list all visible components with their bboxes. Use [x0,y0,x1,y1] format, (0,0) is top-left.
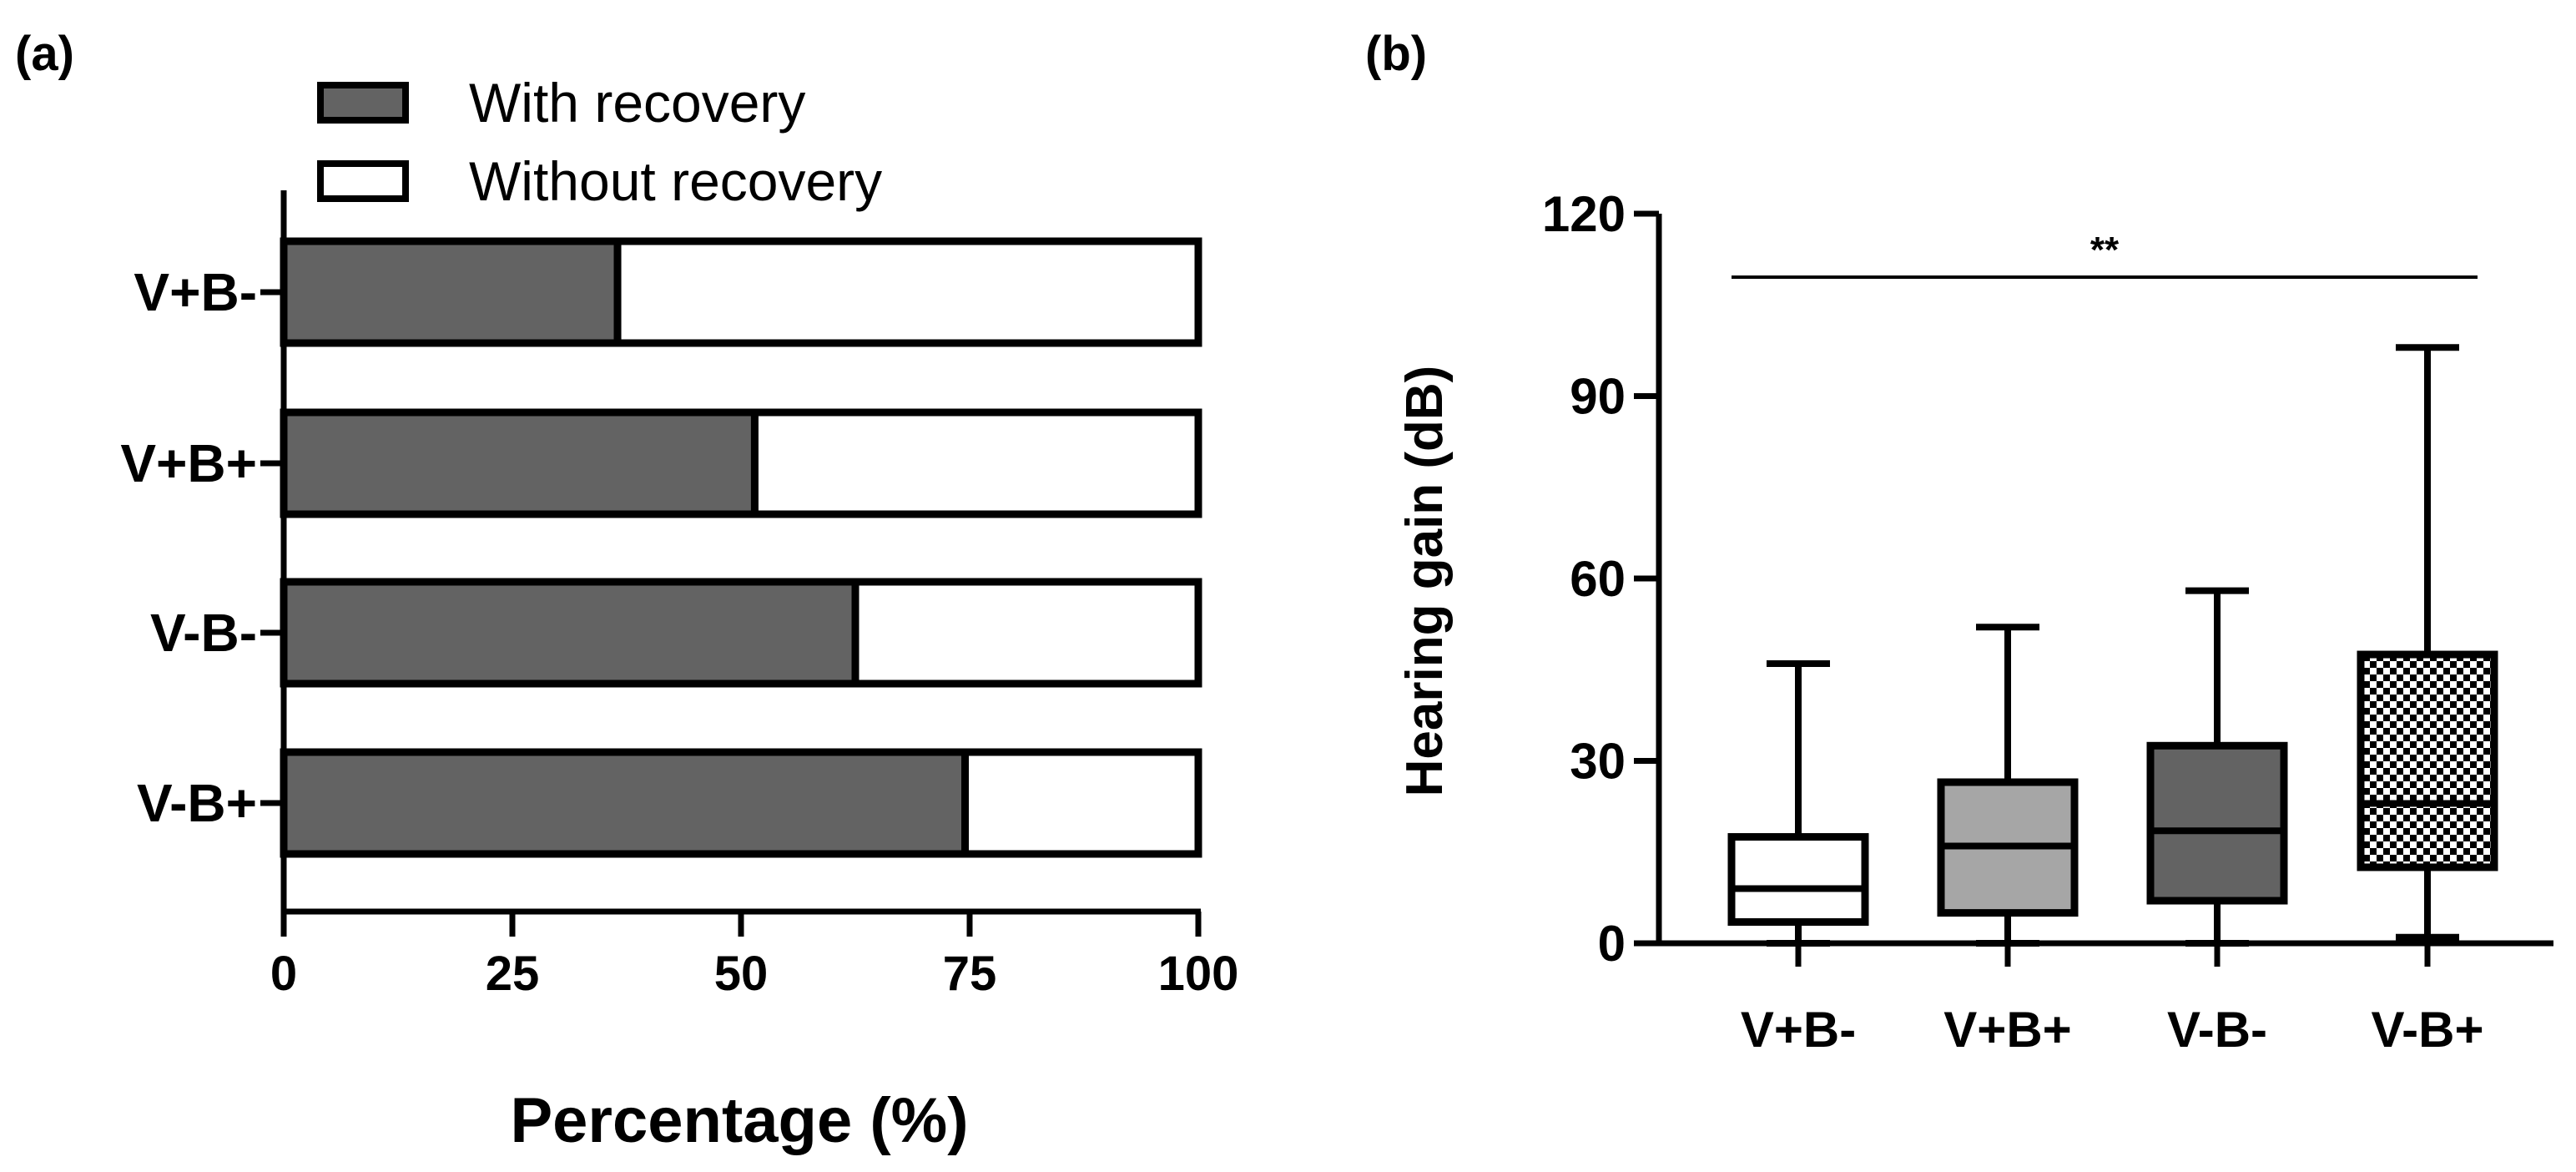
x-tick-label: V+B+ [1943,1002,2071,1058]
x-tick-label: 50 [714,947,769,1001]
legend-label: Without recovery [469,150,882,212]
bars-group [280,237,1202,858]
x-tick-label: V-B+ [2371,1002,2483,1058]
x-tick-label: 0 [270,947,297,1001]
panel-a-label: (a) [15,27,74,81]
bar-with-recovery [280,748,970,858]
bar-without-recovery [961,748,1202,858]
axes-group-b: V+B- V+B+ V-B- V-B+ 0 30 60 90 120 ** [1542,186,2553,1058]
boxes-group [1727,344,2498,947]
axes-group: V+B- V+B+ V-B- V-B+ 0 25 50 75 100 [120,190,1238,1001]
x-tick-label: V+B- [1741,1002,1856,1058]
x-tick-label: 100 [1158,947,1239,1001]
legend-swatch-without-recovery [317,160,409,202]
x-tick-label: 25 [486,947,540,1001]
bar-with-recovery [280,578,860,688]
bar-with-recovery [280,237,622,347]
panel-b-label: (b) [1365,27,1427,81]
y-tick-label: 30 [1570,734,1626,790]
box-iqr [2146,741,2288,905]
y-tick-label: V-B+ [137,773,257,833]
y-tick-label: V+B- [134,262,257,322]
bar-without-recovery [613,237,1202,347]
panel-b-box-plot: (b) V+B- V+B+ V-B- V-B+ 0 30 60 90 120 ** Hearing… [1365,27,2553,1058]
significance-label: ** [2090,230,2120,270]
box-iqr [2357,650,2498,871]
bar-without-recovery [851,578,1202,688]
y-axis-title: Hearing gain (dB) [1396,366,1454,797]
y-tick-label: V-B- [150,603,257,663]
x-tick-label: 75 [943,947,997,1001]
x-tick-label: V-B- [2167,1002,2267,1058]
y-tick-label: V+B+ [120,433,257,493]
x-axis-title: Percentage (%) [510,1085,968,1156]
legend-label: With recovery [469,72,805,134]
legend-swatch-with-recovery [317,82,409,124]
box-iqr [1727,833,1869,927]
y-tick-label: 90 [1570,369,1626,425]
y-tick-label: 60 [1570,551,1626,607]
bar-with-recovery [280,408,759,518]
y-tick-label: 0 [1598,916,1626,972]
bar-without-recovery [750,408,1202,518]
y-tick-label: 120 [1542,186,1626,242]
